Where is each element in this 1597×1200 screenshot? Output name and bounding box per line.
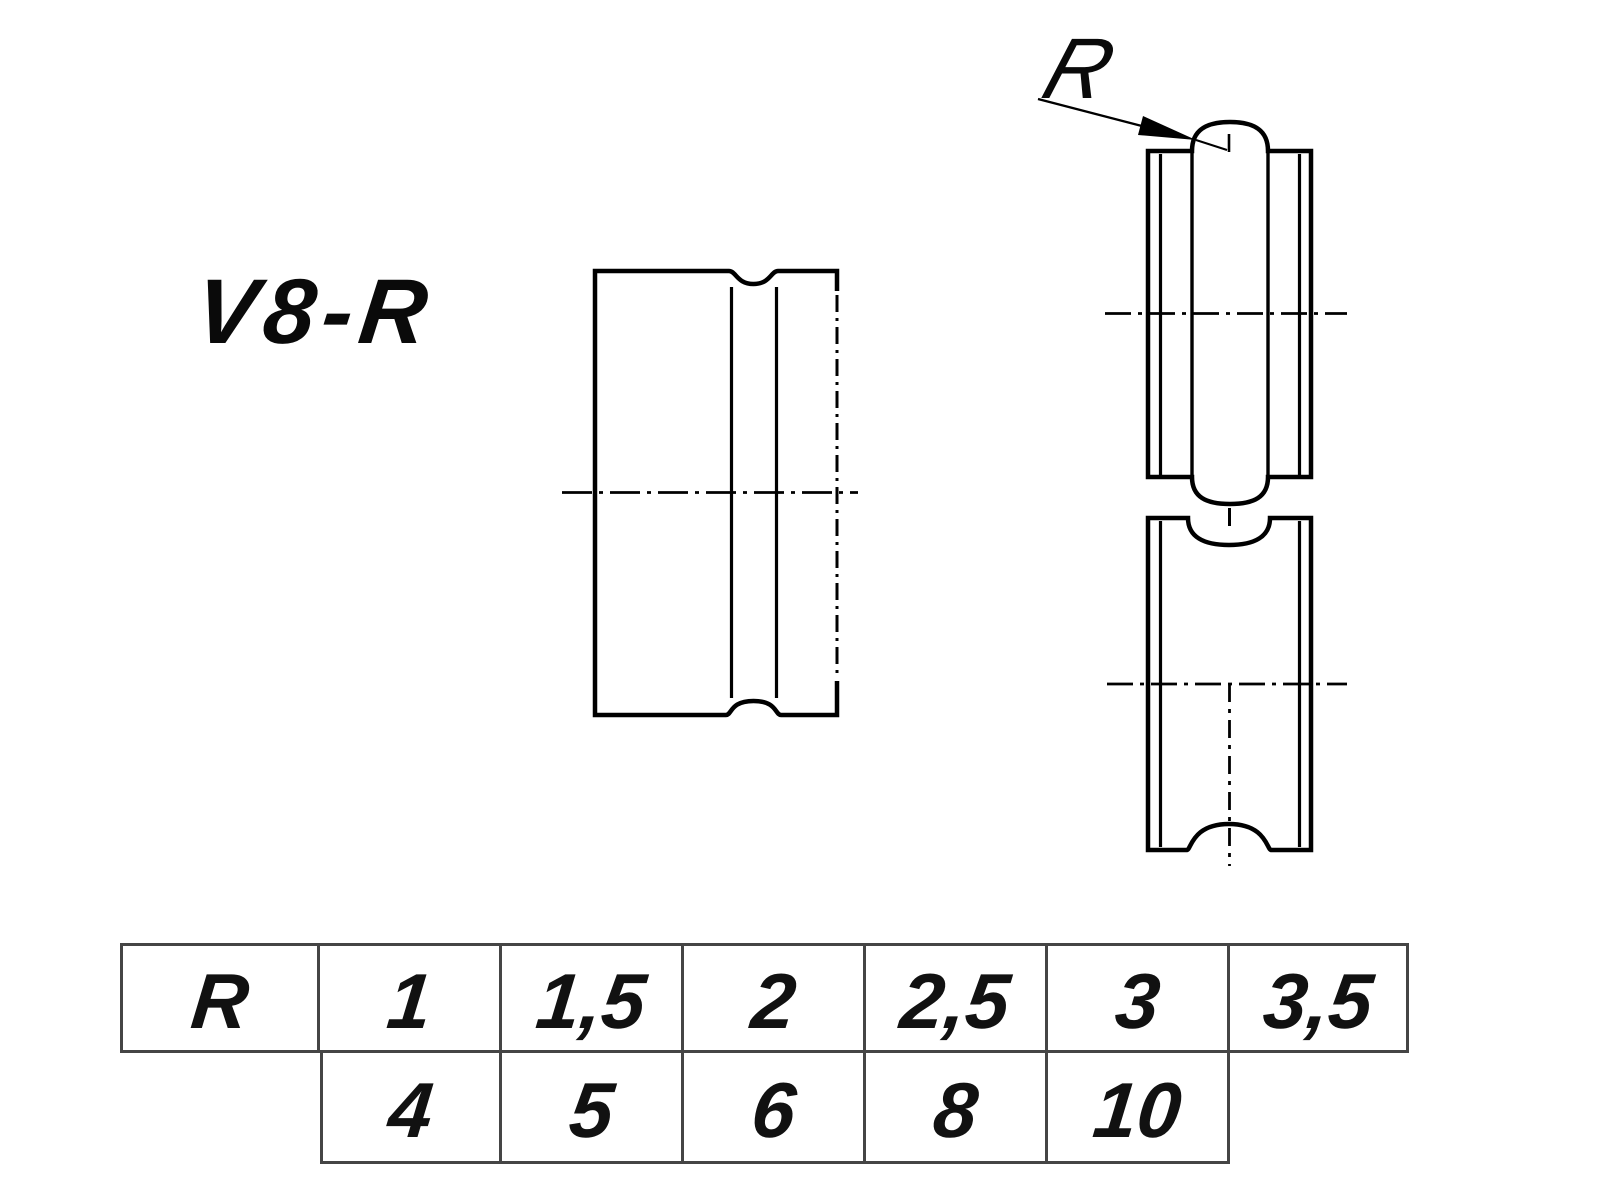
table-cell-2-5: 2,5 — [866, 946, 1048, 1050]
table-cell-3-5: 3,5 — [1259, 956, 1377, 1045]
table-cell-6: 6 — [684, 1053, 866, 1161]
radius-leader-extension — [1195, 139, 1228, 151]
table-cell-2: 2 — [684, 946, 866, 1050]
table-cell-8: 8 — [866, 1053, 1048, 1161]
upper-roller-outline — [1145, 119, 1314, 507]
radius-leader — [1037, 97, 1231, 152]
lower-roller-side-view — [1107, 515, 1347, 866]
radius-leader-arrowhead-icon — [1138, 116, 1196, 140]
radius-table-row-1: R 1 1,5 2 2,5 3 3,5 — [120, 943, 1409, 1053]
radius-table-row-2: 4 5 6 8 10 — [320, 1050, 1230, 1164]
lower-roller-outline — [1145, 515, 1314, 853]
table-cell-10: 10 — [1089, 1065, 1186, 1154]
table-cell-r-header: R — [123, 946, 320, 1050]
table-cell-1: 1 — [320, 946, 502, 1050]
front-view-outline — [592, 268, 840, 718]
table-cell-3: 3 — [1048, 946, 1230, 1050]
table-cell-4: 4 — [323, 1053, 502, 1161]
roller-front-view — [562, 268, 858, 718]
upper-roller-side-view — [1105, 119, 1347, 507]
table-cell-5: 5 — [502, 1053, 684, 1161]
table-cell-1-5: 1,5 — [502, 946, 684, 1050]
